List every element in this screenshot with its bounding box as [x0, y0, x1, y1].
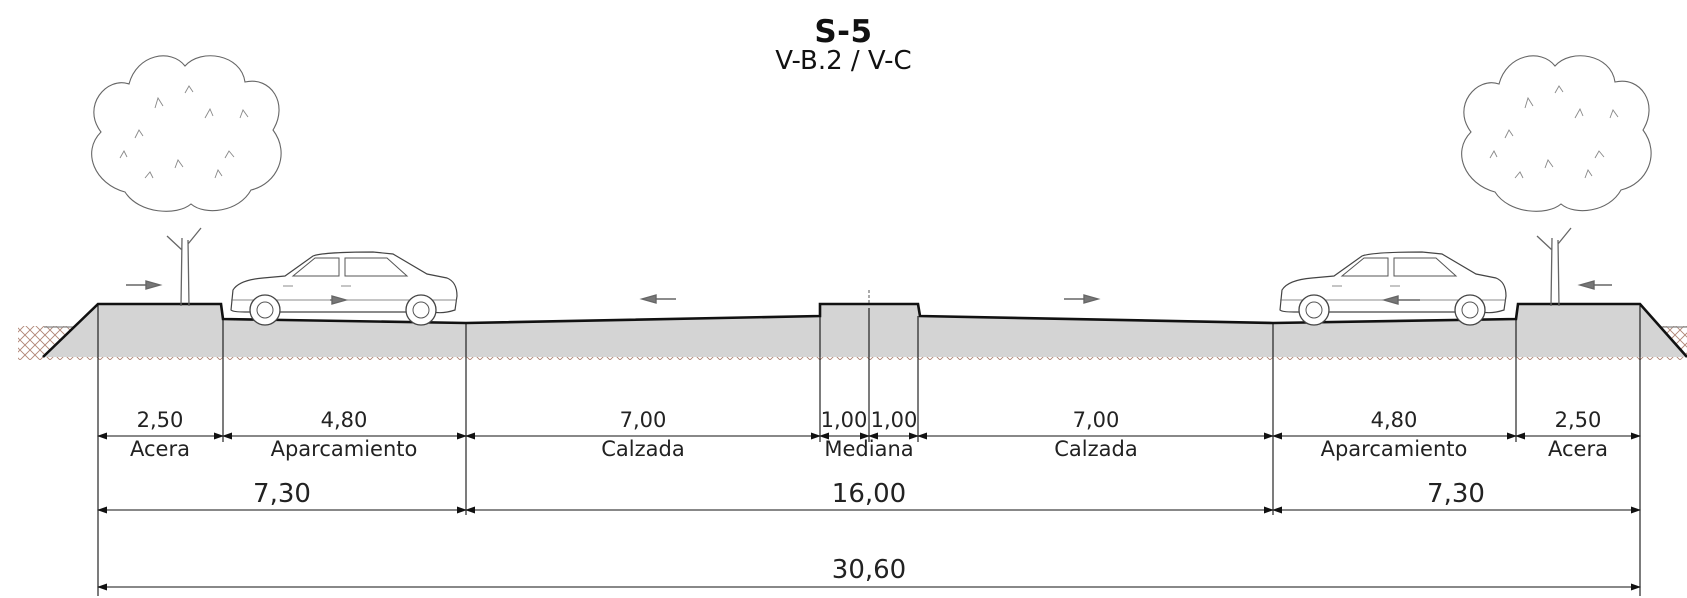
segment-label: Acera: [1548, 437, 1608, 461]
car-icon: [230, 251, 458, 326]
direction-arrow-icon: [639, 294, 676, 304]
segment-label: Calzada: [601, 437, 684, 461]
median-label: Mediana: [824, 437, 913, 461]
diagram-title: S-5: [814, 14, 873, 50]
tree-icon: [91, 55, 282, 307]
segment-value: 7,00: [1073, 408, 1120, 432]
group-total: 7,30: [1427, 479, 1485, 509]
direction-arrow-icon: [126, 280, 163, 290]
segment-label: Acera: [130, 437, 190, 461]
segment-value: 4,80: [321, 408, 368, 432]
direction-arrow-icon: [1064, 294, 1101, 304]
segment-label: Calzada: [1054, 437, 1137, 461]
segment-value: 2,50: [1555, 408, 1602, 432]
tree-icon: [1461, 55, 1652, 307]
diagram-subtitle: V-B.2 / V-C: [775, 46, 912, 76]
direction-arrow-icon: [1577, 280, 1612, 290]
car-icon: [1279, 251, 1507, 326]
segment-value: 7,00: [620, 408, 667, 432]
road-surface-line: [42, 302, 1687, 358]
segment-value: 1,00: [871, 408, 918, 432]
direction-arrow-icon: [330, 295, 349, 305]
total-width: 30,60: [832, 555, 906, 585]
direction-arrow-icon: [1381, 295, 1420, 305]
group-total: 7,30: [253, 479, 311, 509]
pavement-body: [43, 304, 1687, 357]
segment-value: 1,00: [821, 408, 868, 432]
segment-value: 4,80: [1371, 408, 1418, 432]
segment-label: Aparcamiento: [271, 437, 418, 461]
segment-label: Aparcamiento: [1321, 437, 1468, 461]
group-total: 16,00: [832, 479, 906, 509]
segment-value: 2,50: [137, 408, 184, 432]
